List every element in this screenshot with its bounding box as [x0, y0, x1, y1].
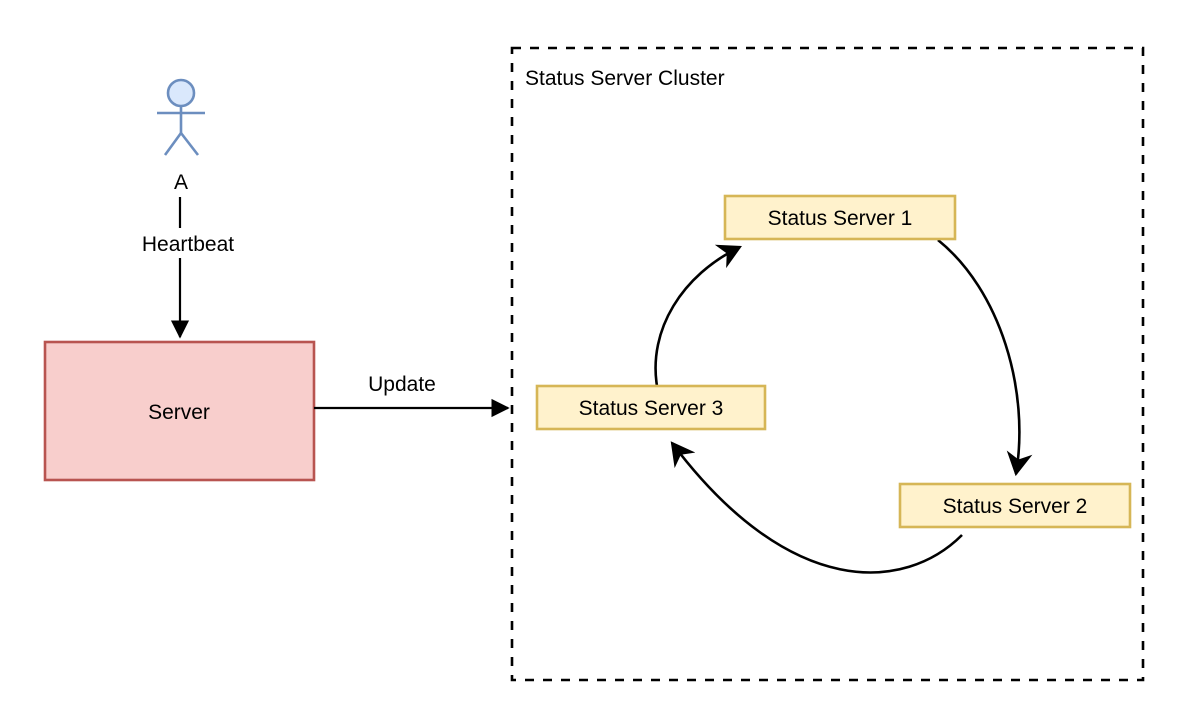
heartbeat-label: Heartbeat — [142, 233, 234, 256]
edge-heartbeat[interactable]: Heartbeat — [132, 197, 245, 339]
actor-label: A — [174, 171, 188, 194]
server-label: Server — [148, 401, 210, 424]
status-server-3-label: Status Server 3 — [579, 397, 724, 420]
status-server-2-box — [898, 482, 1132, 529]
status-server-1-box — [723, 194, 957, 241]
status-server-3-box — [535, 384, 767, 431]
edge-ss1-to-ss2[interactable] — [937, 238, 1033, 477]
node-server[interactable]: Server — [43, 340, 316, 482]
cluster-title: Status Server Cluster — [525, 67, 725, 90]
status-server-cluster[interactable]: Status Server Cluster — [510, 46, 1145, 682]
ss2-to-ss3-arrow — [670, 441, 963, 574]
status-server-2-label: Status Server 2 — [943, 495, 1088, 518]
actor-head-icon — [166, 78, 196, 108]
edge-ss3-to-ss1[interactable] — [654, 244, 742, 387]
cluster-border — [510, 46, 1145, 682]
edge-update[interactable]: Update — [314, 368, 510, 418]
server-box — [43, 340, 316, 482]
ss1-to-ss2-arrow — [937, 238, 1033, 477]
actor-a[interactable]: A — [157, 78, 205, 194]
update-label: Update — [368, 373, 436, 396]
update-label-bg — [357, 368, 447, 398]
actor-right-leg-icon — [179, 132, 200, 156]
actor-left-leg-icon — [163, 132, 183, 156]
ss3-to-ss1-arrow — [654, 244, 742, 387]
node-status-server-2[interactable]: Status Server 2 — [898, 482, 1132, 529]
node-status-server-1[interactable]: Status Server 1 — [723, 194, 957, 241]
edge-ss2-to-ss3[interactable] — [670, 441, 963, 574]
heartbeat-label-bg — [132, 228, 245, 258]
actor-icon — [157, 78, 205, 156]
status-server-1-label: Status Server 1 — [768, 207, 913, 230]
node-status-server-3[interactable]: Status Server 3 — [535, 384, 767, 431]
